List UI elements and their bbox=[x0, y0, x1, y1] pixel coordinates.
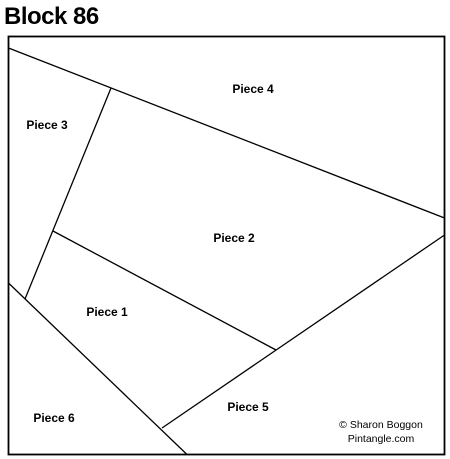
piece-label-1: Piece 1 bbox=[86, 305, 128, 319]
seam-line bbox=[8, 282, 188, 455]
seam-line bbox=[24, 87, 112, 300]
piece-label-2: Piece 2 bbox=[213, 231, 255, 245]
credit-author: © Sharon Boggon bbox=[339, 419, 423, 431]
copyright-credit: © Sharon Boggon Pintangle.com bbox=[339, 418, 423, 446]
seam-line bbox=[161, 234, 445, 429]
block-title: Block 86 bbox=[4, 3, 99, 30]
piece-label-3: Piece 3 bbox=[26, 118, 68, 132]
piece-label-5: Piece 5 bbox=[227, 400, 269, 414]
seam-line bbox=[8, 47, 445, 219]
seam-line bbox=[52, 230, 277, 351]
piece-label-6: Piece 6 bbox=[33, 411, 75, 425]
block-border bbox=[7, 35, 446, 456]
credit-website: Pintangle.com bbox=[347, 433, 415, 445]
piece-label-4: Piece 4 bbox=[232, 82, 274, 96]
